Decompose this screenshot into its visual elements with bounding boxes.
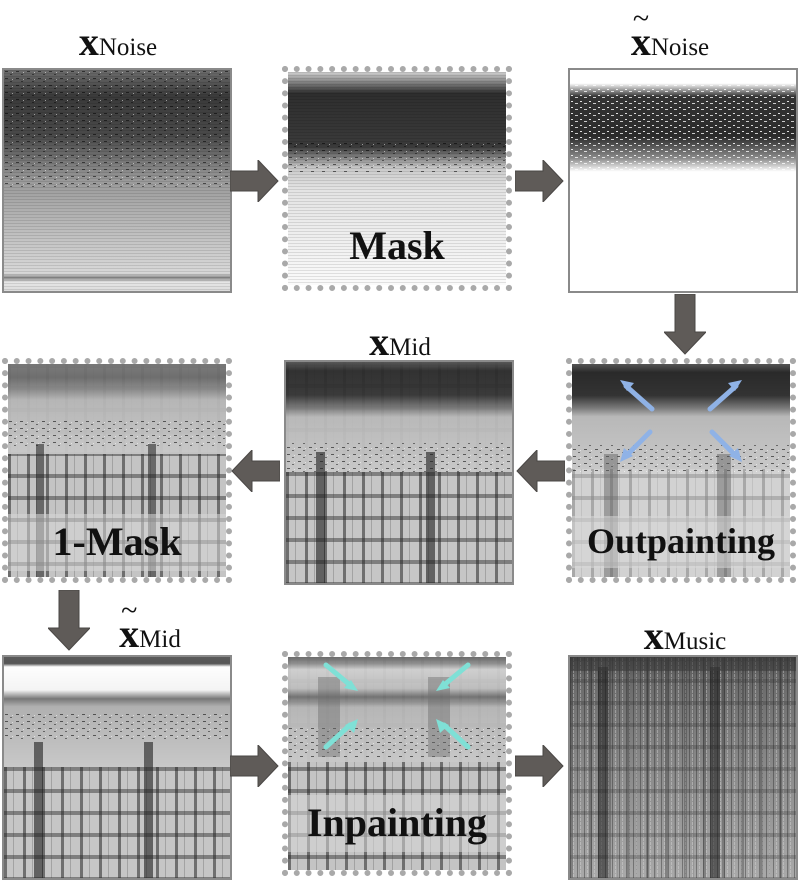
flow-arrow-down-2 (48, 590, 90, 651)
caption-outpainting: Outpainting (572, 516, 790, 568)
label-x-noise: xNoise (78, 19, 158, 64)
panel-outpainting: Outpainting (566, 358, 796, 583)
panel-mask: Mask (282, 66, 512, 291)
label-x-mid: xMid (369, 319, 431, 364)
outpaint-arrows (620, 380, 742, 462)
flow-arrow-right-2 (515, 160, 564, 202)
flow-arrow-right-3 (230, 745, 279, 787)
inpaint-arrows (323, 662, 471, 750)
spectrogram-mask (288, 72, 506, 285)
label-x-music: xMusic (643, 613, 727, 658)
panel-one-minus-mask: 1-Mask (2, 358, 232, 583)
flow-arrow-down-1 (664, 294, 706, 355)
caption-mask: Mask (349, 223, 445, 268)
panel-x-music (568, 655, 798, 880)
panel-x-tilde-noise (568, 68, 798, 293)
caption-one-minus-mask: 1-Mask (8, 514, 226, 571)
flow-arrow-right-4 (515, 745, 564, 787)
spectrogram-tilde-mid (4, 657, 230, 878)
caption-inpainting: Inpainting (288, 795, 506, 852)
panel-x-tilde-mid (2, 655, 232, 880)
spectrogram-noise (4, 70, 230, 291)
flow-arrow-left-1 (231, 450, 280, 492)
flow-arrow-left-2 (516, 450, 565, 492)
flow-arrow-right-1 (230, 160, 279, 202)
spectrogram-music (570, 657, 796, 878)
label-x-tilde-mid: ~xMid (119, 594, 181, 656)
label-x-tilde-noise: ~xNoise (630, 2, 710, 64)
panel-x-noise (2, 68, 232, 293)
panel-inpainting: Inpainting (282, 651, 512, 876)
spectrogram-tilde-noise (570, 70, 796, 291)
spectrogram-mid (286, 362, 512, 583)
panel-x-mid (284, 360, 514, 585)
